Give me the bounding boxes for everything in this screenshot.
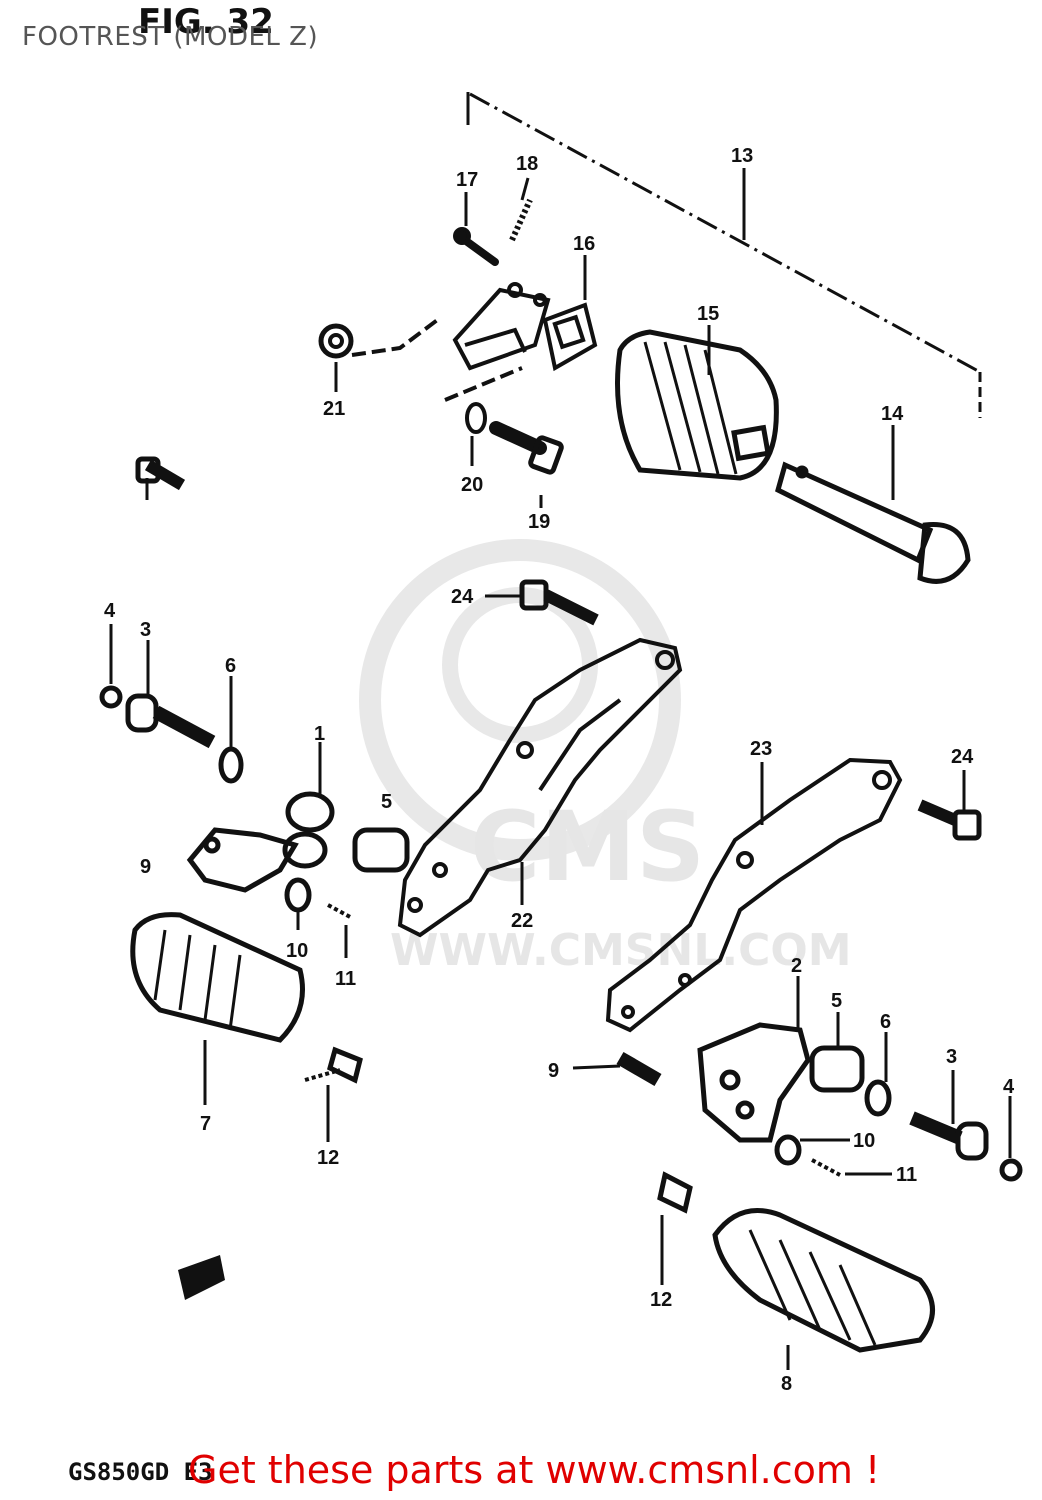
callout-11-right: 11 xyxy=(896,1164,917,1186)
callout-8: 8 xyxy=(781,1373,792,1395)
rear-footpeg-rubber xyxy=(615,329,779,481)
bolt-24-upper xyxy=(485,579,599,626)
callout-15: 15 xyxy=(697,303,719,325)
page-title: FOOTREST (MODEL Z) xyxy=(22,22,319,52)
callout-20: 20 xyxy=(461,474,483,496)
callout-7: 7 xyxy=(200,1113,211,1135)
callout-11-left: 11 xyxy=(335,968,356,990)
callout-24-upper: 24 xyxy=(451,586,474,608)
cms-watermark: CMS WWW.CMSNL.COM xyxy=(359,539,852,976)
callout-4-right: 4 xyxy=(1003,1076,1015,1098)
callout-2: 2 xyxy=(791,955,802,977)
watermark-url: WWW.CMSNL.COM xyxy=(390,925,852,976)
callout-10-left: 10 xyxy=(286,940,308,962)
callout-6-left: 6 xyxy=(225,655,236,677)
callout-6-right: 6 xyxy=(880,1011,891,1033)
callout-5-left: 5 xyxy=(381,791,392,813)
callout-21: 21 xyxy=(323,398,345,420)
footrest-bracket-23 xyxy=(605,757,903,1033)
callout-3-right: 3 xyxy=(946,1046,957,1068)
callout-12-right: 12 xyxy=(650,1289,672,1311)
left-footrest-hardware xyxy=(99,459,410,1084)
footpeg-pin xyxy=(775,461,971,584)
pillion-bracket-part xyxy=(318,198,598,475)
callout-12-left: 12 xyxy=(317,1147,339,1169)
model-code: GS850GD E3 xyxy=(68,1458,213,1486)
callout-4-left: 4 xyxy=(104,600,116,622)
callout-10-right: 10 xyxy=(853,1130,875,1152)
callout-22: 22 xyxy=(511,910,533,932)
callout-3-left: 3 xyxy=(140,619,151,641)
right-footrest-hardware xyxy=(616,1022,1023,1353)
label-fragment xyxy=(178,1255,225,1300)
callout-17: 17 xyxy=(456,169,478,191)
leader-lines xyxy=(109,168,1012,1370)
callout-9-left: 9 xyxy=(140,856,151,878)
callout-14: 14 xyxy=(881,403,904,425)
footrest-bracket-22 xyxy=(397,637,683,938)
callout-13: 13 xyxy=(731,145,753,167)
callout-1: 1 xyxy=(314,723,325,745)
callout-19: 19 xyxy=(528,511,550,533)
bolt-24-right xyxy=(917,799,982,841)
callout-23: 23 xyxy=(750,738,772,760)
callout-5-right: 5 xyxy=(831,990,842,1012)
callout-24-right: 24 xyxy=(951,746,974,768)
watermark-brand: CMS xyxy=(470,791,705,903)
promo-link[interactable]: Get these parts at www.cmsnl.com ! xyxy=(188,1448,881,1492)
callout-9-right: 9 xyxy=(548,1060,559,1082)
figure-label: FIG. 32 xyxy=(138,2,274,42)
callout-numbers: 13 17 18 16 15 14 21 20 19 24 4 3 6 1 5 … xyxy=(104,145,1015,1395)
callout-16: 16 xyxy=(573,233,595,255)
assembly-bracket-13 xyxy=(466,92,982,418)
callout-18: 18 xyxy=(516,153,538,175)
